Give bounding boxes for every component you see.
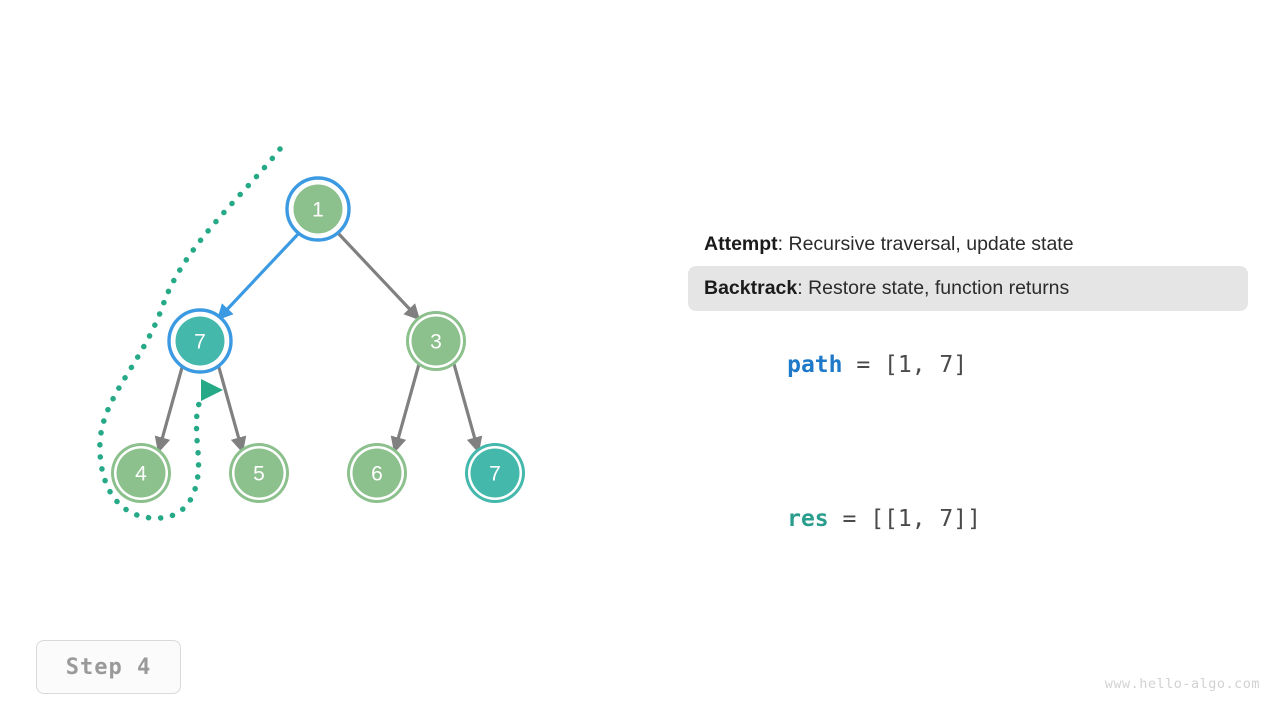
node-label-4: 4	[135, 463, 147, 486]
legend-lead-backtrack: Backtrack	[704, 277, 798, 300]
info-panel: Attempt: Recursive traversal, update sta…	[688, 222, 1248, 554]
tree-node-5[interactable]: 5	[229, 443, 289, 503]
state-var-path: path	[787, 351, 843, 378]
step-badge: Step 4	[36, 640, 181, 694]
state-line-res: res = [[1, 7]]	[688, 485, 1248, 554]
node-circle-6	[352, 448, 402, 498]
tree-node-6[interactable]: 6	[347, 443, 407, 503]
state-value-res: [[1, 7]]	[870, 505, 981, 532]
backtrack-dotted-path	[97, 146, 283, 521]
legend-row-attempt: Attempt: Recursive traversal, update sta…	[688, 222, 1248, 266]
node-circle-7-right	[470, 448, 520, 498]
node-circle-root	[293, 184, 343, 234]
edge-7left-to-4	[154, 363, 185, 454]
legend-rest-backtrack: : Restore state, function returns	[797, 277, 1070, 300]
edge-root-to-7left	[216, 230, 302, 321]
node-label-6: 6	[371, 463, 383, 486]
node-label-7-right: 7	[489, 463, 501, 486]
tree-node-root[interactable]: 1	[285, 176, 351, 242]
state-line-path: path = [1, 7]	[688, 331, 1248, 400]
legend-row-backtrack: Backtrack: Restore state, function retur…	[688, 266, 1248, 311]
node-label-7-left: 7	[194, 331, 206, 354]
node-label-3: 3	[430, 331, 442, 354]
node-circle-7-left	[175, 316, 225, 366]
node-circle-5	[234, 448, 284, 498]
tree-node-3[interactable]: 3	[406, 311, 466, 371]
watermark: www.hello-algo.com	[1104, 676, 1260, 692]
edge-7left-to-5	[216, 363, 247, 454]
node-label-5: 5	[253, 463, 265, 486]
edge-root-to-3	[335, 230, 421, 321]
tree-node-7-right[interactable]: 7	[465, 443, 525, 503]
edge-3-to-7right	[452, 363, 483, 454]
tree-edges	[154, 230, 483, 454]
binary-tree-diagram: 1 7 3 4 5	[0, 0, 640, 600]
backtrack-dotted-path-group	[97, 146, 283, 521]
state-value-path: [1, 7]	[884, 351, 968, 378]
direction-marker-triangle	[201, 379, 223, 401]
state-operator-path: =	[842, 351, 885, 378]
legend-lead-attempt: Attempt	[704, 233, 778, 255]
legend-rest-attempt: : Recursive traversal, update state	[777, 233, 1074, 255]
node-circle-3	[411, 316, 461, 366]
node-label-root: 1	[312, 199, 324, 222]
state-operator-res: =	[828, 505, 871, 532]
tree-node-4[interactable]: 4	[111, 443, 171, 503]
edge-3-to-6	[390, 363, 421, 454]
tree-svg: 1 7 3 4 5	[97, 146, 525, 521]
node-circle-4	[116, 448, 166, 498]
step-badge-label: Step 4	[65, 654, 152, 680]
tree-node-7-left[interactable]: 7	[167, 308, 233, 374]
state-var-res: res	[787, 505, 829, 532]
